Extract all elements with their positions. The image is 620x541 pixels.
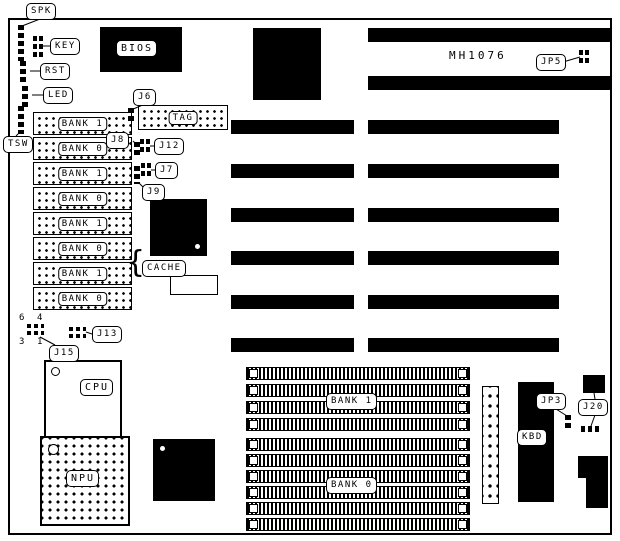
j15-label: J15	[49, 345, 79, 362]
cache-label: CACHE	[142, 260, 186, 277]
dip-bank-socket: BANK 1	[33, 262, 132, 285]
j12-label: J12	[154, 138, 184, 155]
isa-slot-segment	[368, 208, 559, 222]
simm-socket	[246, 518, 470, 531]
simm-bank0-label: BANK 0	[326, 477, 377, 494]
bank-label: BANK 0	[57, 141, 108, 156]
isa-slot-segment	[231, 164, 354, 178]
npu-label: NPU	[66, 470, 100, 487]
isa-slot-segment	[231, 295, 354, 309]
simm-socket	[246, 418, 470, 431]
pin-number: 1	[37, 337, 43, 347]
tsw-label: TSW	[3, 136, 33, 153]
j9-jumper-icon	[134, 166, 140, 184]
j13-jumper-icon	[69, 327, 86, 338]
bank-label: BANK 1	[57, 266, 108, 281]
kbd-label: KBD	[517, 429, 547, 446]
board-model-text: MH1076	[449, 49, 507, 62]
chipset-qfp-chip	[253, 28, 321, 100]
bank-label: BANK 1	[57, 216, 108, 231]
jp5-label: JP5	[536, 54, 566, 71]
bios-label: BIOS	[116, 40, 158, 57]
tag-ram-socket: TAG	[138, 105, 228, 130]
spk-label: SPK	[26, 3, 56, 20]
rst-label: RST	[40, 63, 70, 80]
simm-socket	[246, 502, 470, 515]
simm-socket	[246, 454, 470, 467]
j20-connector	[583, 375, 605, 393]
keylock-header-icon	[33, 36, 43, 57]
j8-label: J8	[106, 132, 129, 149]
tag-label: TAG	[168, 110, 198, 125]
dip-bank-socket: BANK 0	[33, 287, 132, 310]
keyboard-din-connector-body	[586, 478, 608, 508]
jp3-label: JP3	[536, 393, 566, 410]
key-label: KEY	[50, 38, 80, 55]
simm-bank1-label: BANK 1	[326, 393, 377, 410]
dip-bank-socket: BANK 0	[33, 237, 132, 260]
dip-bank-socket: BANK 1	[33, 212, 132, 235]
isa-slot-segment	[231, 208, 354, 222]
j20-label: J20	[578, 399, 608, 416]
simm-socket	[246, 367, 470, 380]
isa-slot-segment	[231, 120, 354, 134]
j12-jumper-icon	[140, 139, 150, 153]
j8-jumper-icon	[134, 142, 140, 155]
j9-label: J9	[142, 184, 165, 201]
power-header-icon	[482, 386, 499, 504]
isa-slot-segment	[368, 338, 559, 352]
bank-label: BANK 1	[57, 166, 108, 181]
dip-bank-socket: BANK 0	[33, 187, 132, 210]
j7-jumper-icon	[141, 163, 151, 177]
bank-label: BANK 0	[57, 291, 108, 306]
led-label: LED	[43, 87, 73, 104]
isa-slot-segment	[368, 120, 559, 134]
isa-slot-segment	[231, 251, 354, 265]
isa-slot-segment	[368, 164, 559, 178]
bank-label: BANK 1	[57, 116, 108, 131]
j6-jumper-icon	[128, 108, 134, 121]
simm-socket	[246, 438, 470, 451]
reset-header-icon	[20, 61, 26, 82]
isa-slot-segment	[368, 28, 612, 42]
dip-bank-socket: BANK 1	[33, 162, 132, 185]
jp3-jumper-icon	[565, 415, 571, 429]
cache-brace-icon: {	[126, 245, 146, 280]
led-header-icon	[22, 86, 28, 107]
pin-number: 6	[19, 313, 25, 323]
bank-label: BANK 0	[57, 241, 108, 256]
isa-slot-segment	[368, 251, 559, 265]
cpu-label: CPU	[80, 379, 114, 396]
turbo-switch-header-icon	[18, 106, 24, 134]
pin-number: 4	[37, 313, 43, 323]
cache-controller-chip	[150, 199, 207, 256]
j20-jumper-icon	[581, 426, 601, 432]
isa-slot-segment	[231, 338, 354, 352]
j13-label: J13	[92, 326, 122, 343]
io-qfp-chip	[153, 439, 215, 501]
pin-number: 3	[19, 337, 25, 347]
dip-bank-socket: BANK 1	[33, 112, 132, 135]
bank-label: BANK 0	[57, 191, 108, 206]
j6-label: J6	[133, 89, 156, 106]
isa-slot-segment	[368, 76, 612, 90]
j7-label: J7	[155, 162, 178, 179]
keyboard-din-connector	[578, 456, 608, 478]
cpu-socket	[44, 360, 122, 438]
isa-slot-segment	[368, 295, 559, 309]
speaker-header-icon	[18, 25, 24, 61]
j15-jumper-icon	[27, 324, 44, 335]
jp5-jumper-icon	[579, 50, 589, 64]
cache-socket	[170, 275, 218, 295]
